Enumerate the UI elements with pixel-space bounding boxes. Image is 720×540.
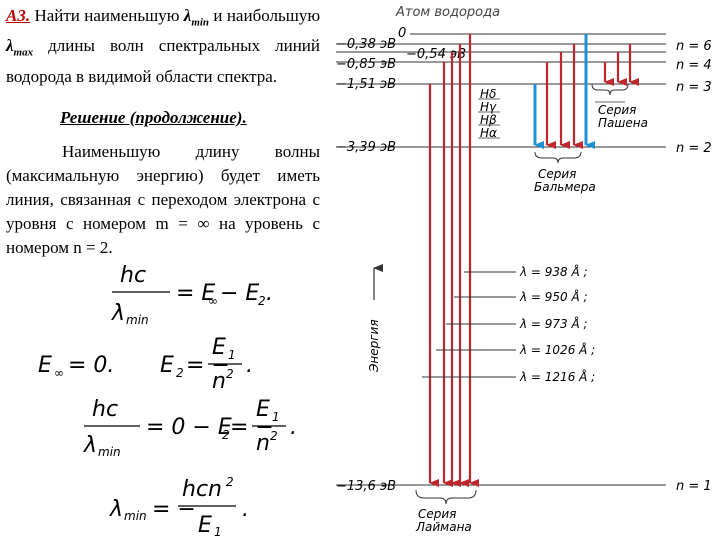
f2b-den-sup: 2	[226, 367, 234, 381]
solution-title: Решение (продолжение).	[60, 108, 247, 127]
f2a: E	[38, 353, 52, 378]
f3-rhs: = 0 − E	[146, 415, 232, 440]
wavelength-1216: λ = 1216 Å ;	[519, 369, 595, 384]
f2a-rhs: = 0.	[68, 353, 114, 378]
lyman-series-label-1: Серия	[418, 507, 456, 521]
wavelength-973: λ = 973 Å ;	[519, 316, 588, 331]
energy-label-339: −3,39 эВ	[336, 140, 396, 155]
f1-rhs: = E	[176, 281, 215, 306]
paschen-series-label-1: Серия	[598, 103, 636, 117]
max-subscript: max	[13, 46, 34, 59]
f1-minus: − E	[220, 281, 259, 306]
f2b: E	[160, 353, 174, 378]
f4-num: hcn	[182, 477, 222, 502]
f1-sub2: 2	[258, 294, 266, 308]
balmer-series-label-2: Бальмера	[534, 180, 596, 194]
f3-den-sub: min	[98, 445, 121, 459]
problem-conj: и наибольшую	[213, 6, 321, 25]
level-label-n6: n = 6	[676, 39, 712, 54]
balmer-line-halpha: Hα	[480, 126, 497, 140]
paschen-brace	[591, 83, 629, 96]
lambda-symbol: λ	[183, 6, 192, 25]
energy-label-151: −1,51 эВ	[336, 77, 396, 92]
balmer-line-hbeta: Hβ	[480, 113, 497, 127]
f4-den: E	[198, 513, 212, 538]
f3-fnum: E	[256, 397, 270, 422]
wavelength-938: λ = 938 Å ;	[519, 264, 588, 279]
level-label-n4: n = 4	[676, 58, 712, 73]
f3-fnum-sub: 1	[272, 410, 280, 424]
energy-label-136: −13,6 эВ	[336, 479, 396, 494]
level-label-n1: n = 1	[676, 479, 712, 494]
f2b-sub: 2	[176, 366, 184, 380]
f1-sub-inf: ∞	[208, 294, 218, 308]
balmer-line-hgamma: Hγ	[480, 100, 497, 114]
wavelength-1026: λ = 1026 Å ;	[519, 342, 595, 357]
f4-lhs-sub: min	[124, 509, 147, 523]
f2a-sub: ∞	[54, 366, 64, 380]
energy-level-diagram: Атом водорода 0 −0,38 эВ −0,54 эВ −0,85 …	[336, 5, 712, 534]
lyman-brace	[415, 489, 477, 505]
solution-text: Наименьшую длину волны (максимальную эне…	[6, 140, 320, 260]
f3-numerator: hc	[92, 397, 118, 422]
levels	[336, 43, 666, 486]
level-label-n2: n = 2	[676, 141, 712, 156]
balmer-line-hdelta: Hδ	[480, 87, 496, 101]
level-label-n3: n = 3	[676, 80, 712, 95]
problem-text-1: Найти наименьшую	[34, 6, 180, 25]
lambda-symbol-2: λ	[6, 36, 14, 56]
f2b-end: .	[246, 353, 253, 378]
solution-body: Наименьшую длину волны (максимальную эне…	[6, 142, 320, 257]
f2b-den: n	[212, 369, 226, 394]
formulas: hc λ min = E ∞ − E 2 . E ∞ = 0. E 2 = − …	[38, 263, 297, 539]
f3-denominator: λ	[83, 433, 97, 458]
f2b-eq: = −	[186, 353, 230, 378]
wavelength-950: λ = 950 Å ;	[519, 289, 588, 304]
lambda-min: λmin	[183, 6, 210, 29]
f3-end: .	[290, 415, 297, 440]
f4-eq: = −	[152, 497, 196, 522]
f3-sub2: 2	[222, 428, 230, 442]
f3-fden-sup: 2	[270, 429, 278, 443]
zero-label: 0	[398, 26, 406, 41]
f3-eq: = −	[230, 415, 274, 440]
f4-lhs: λ	[109, 497, 123, 522]
paschen-series-label-2: Пашена	[598, 116, 648, 130]
balmer-series-label-1: Серия	[538, 167, 576, 181]
lambda-max: λmax	[6, 36, 33, 58]
f1-numerator: hc	[120, 263, 146, 288]
balmer-arrows	[533, 34, 595, 149]
problem-text-2: длины волн спектральных линий водорода в…	[6, 36, 320, 86]
problem-statement: А3. Найти наименьшую λmin и наибольшую λ…	[6, 4, 320, 89]
f3-fden: n	[256, 431, 270, 456]
f1-den-sub: min	[126, 313, 149, 327]
f4-den-sub: 1	[214, 525, 222, 539]
min-subscript: min	[191, 16, 210, 29]
energy-axis-label: Энергия	[367, 319, 381, 373]
paschen-arrows	[603, 44, 639, 86]
problem-number: А3.	[6, 6, 31, 25]
f2b-num: E	[212, 335, 226, 360]
f4-end: .	[242, 497, 249, 522]
balmer-brace	[534, 151, 582, 164]
f1-denominator: λ	[111, 301, 125, 326]
diagram-title: Атом водорода	[395, 5, 500, 20]
f4-num-sup: 2	[226, 475, 234, 489]
lyman-series-label-2: Лаймана	[415, 520, 472, 534]
energy-label-085: −0,85 эВ	[336, 57, 396, 72]
f2b-num-sub: 1	[228, 348, 236, 362]
energy-label-054: −0,54 эВ	[406, 47, 466, 62]
f1-end: .	[266, 281, 273, 306]
lyman-arrows	[428, 34, 479, 487]
energy-label-038: −0,38 эВ	[336, 37, 396, 52]
wavelength-marker-lines	[422, 271, 516, 378]
